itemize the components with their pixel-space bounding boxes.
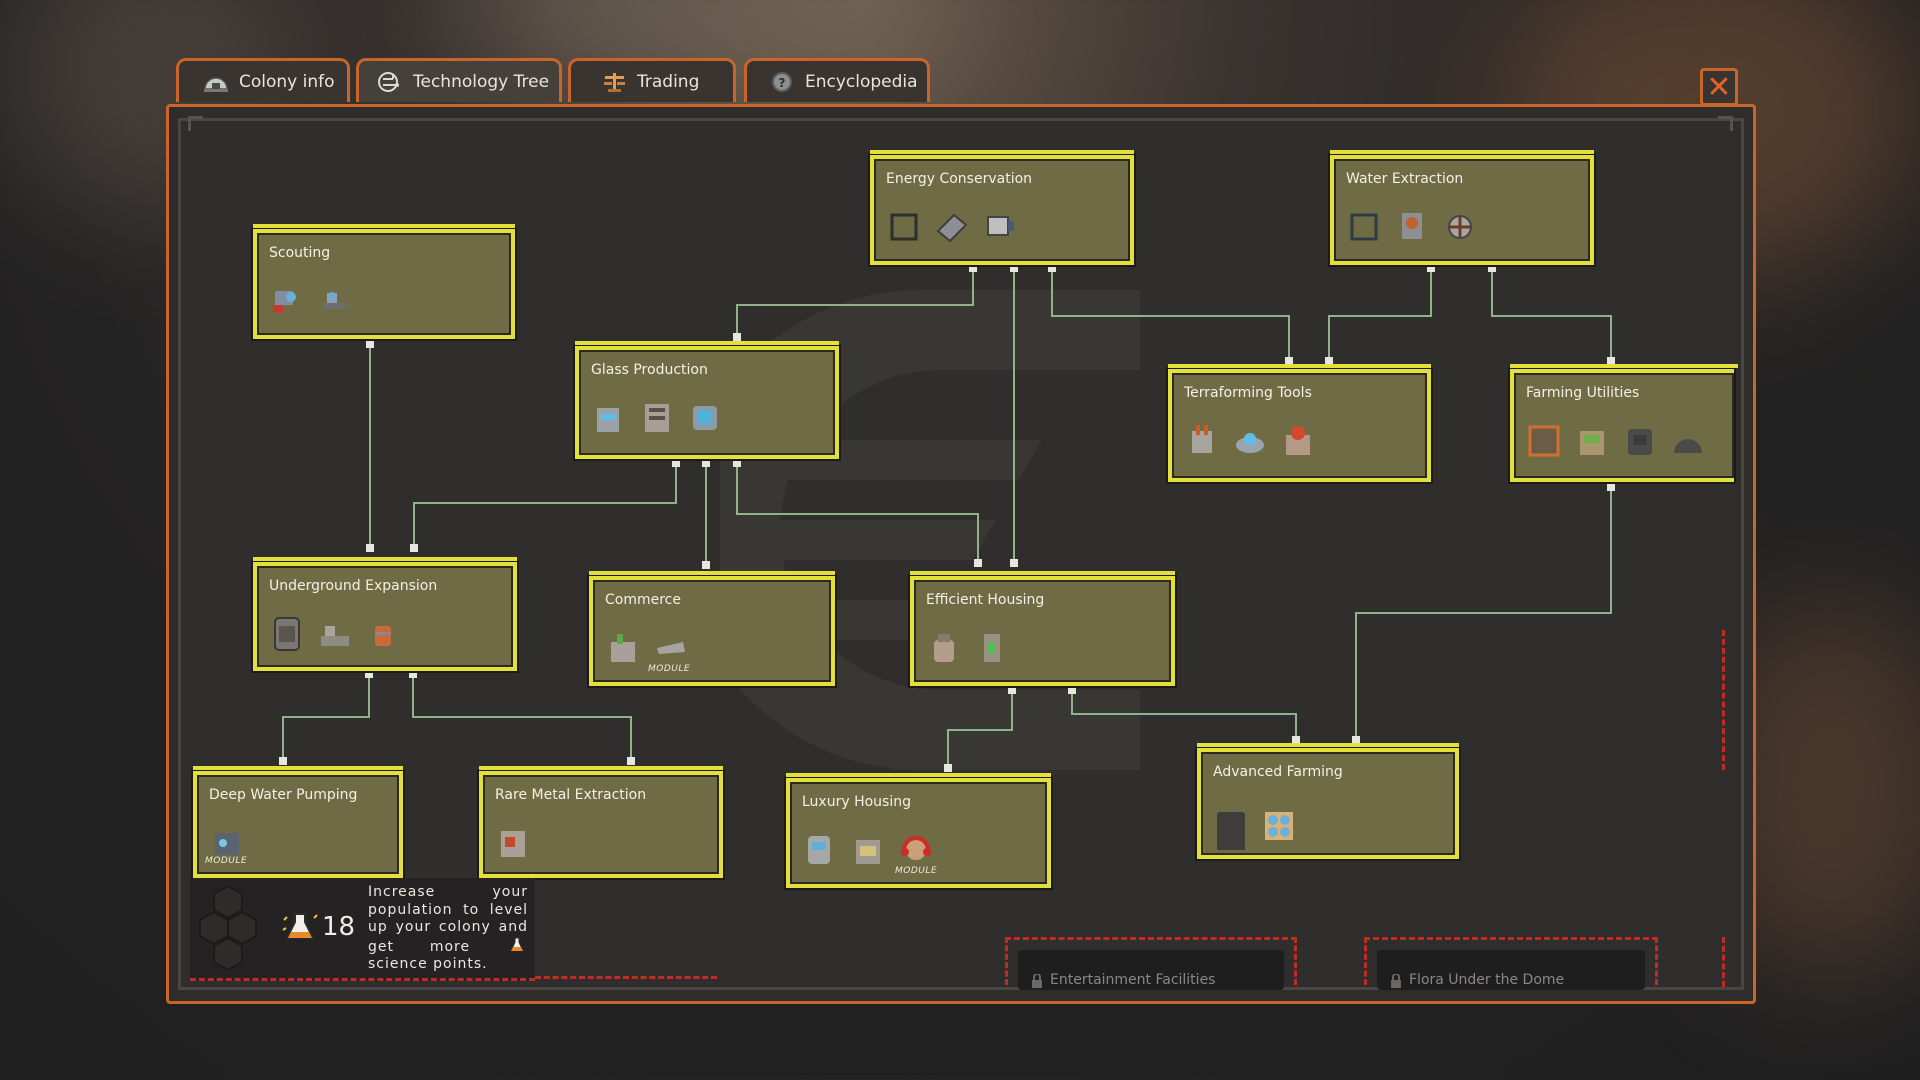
tab-label: Colony info: [239, 71, 335, 92]
node-title: Energy Conservation: [886, 171, 1033, 187]
dome-icon: [204, 76, 228, 92]
tech-node-deep-water-pumping[interactable]: Deep Water Pumping MODULE: [193, 766, 403, 878]
greenhouse-icon: [1580, 431, 1604, 455]
node-title: Water Extraction: [1346, 171, 1464, 187]
habitat-icon: [934, 634, 954, 662]
locked-silo-icon: [1217, 812, 1245, 850]
svg-text:?: ?: [779, 76, 786, 90]
tech-node-glass-production[interactable]: Glass Production: [575, 341, 839, 459]
locked-area-edge: [1722, 630, 1725, 770]
tech-node-farming-utilities[interactable]: Farming Utilities: [1510, 364, 1738, 482]
locked-tech-entertainment[interactable]: Entertainment Facilities: [1005, 937, 1297, 990]
tab-label: Trading: [637, 71, 700, 92]
frame-icon: [890, 213, 918, 241]
tech-node-advanced-farming[interactable]: Advanced Farming: [1197, 743, 1459, 859]
node-title: Rare Metal Extraction: [495, 787, 647, 803]
node-title: Luxury Housing: [802, 794, 911, 810]
locked-tech-label: Flora Under the Dome: [1409, 972, 1565, 988]
tab-label: Encyclopedia: [805, 71, 918, 92]
tech-node-water-extraction[interactable]: Water Extraction: [1330, 150, 1594, 265]
tab-encyclopedia[interactable]: ? Encyclopedia: [744, 58, 930, 102]
tab-trading[interactable]: Trading: [568, 58, 736, 102]
metal-extractor-icon: [501, 831, 525, 857]
node-title: Commerce: [605, 592, 681, 608]
frame-icon: [1350, 213, 1378, 241]
glass-factory-icon: [645, 404, 669, 432]
trade-hub-icon: [611, 634, 635, 662]
help-gear-icon: ?: [772, 71, 792, 92]
tab-technology-tree[interactable]: Technology Tree: [356, 58, 562, 102]
hydroponics-icon: [1265, 812, 1293, 840]
tower-housing-icon: [984, 634, 1000, 662]
module-badge: MODULE: [205, 856, 248, 866]
corner-ornament: [1718, 116, 1733, 131]
tech-node-commerce[interactable]: Commerce MODULE: [589, 571, 835, 686]
science-points-value: 18: [322, 912, 356, 942]
locked-tech-flora[interactable]: Flora Under the Dome: [1364, 937, 1658, 990]
science-hint: Increase your population to level up you…: [368, 884, 528, 974]
solar-panel-icon: [936, 213, 968, 243]
close-icon: ✕: [1706, 69, 1732, 105]
hex-grid-icon: [199, 884, 257, 972]
node-title: Advanced Farming: [1213, 764, 1343, 780]
node-title: Deep Water Pumping: [209, 787, 358, 803]
circuit-icon: [378, 71, 399, 92]
luxury-pod-icon: [808, 836, 830, 864]
node-title: Underground Expansion: [269, 578, 438, 594]
science-hint-text: Increase your population to level up you…: [368, 884, 528, 955]
tech-node-luxury-housing[interactable]: Luxury Housing MODULE: [786, 773, 1051, 888]
glass-furnace-icon: [597, 408, 619, 432]
science-hint-text: science points.: [368, 956, 488, 972]
apartment-icon: [856, 840, 880, 864]
excavator-icon: [321, 626, 349, 646]
terraformer-icon: [1236, 433, 1264, 453]
tech-node-efficient-housing[interactable]: Efficient Housing: [910, 571, 1175, 686]
scout-drone-icon: [273, 291, 296, 313]
corner-ornament: [188, 116, 203, 131]
module-badge: MODULE: [648, 664, 691, 674]
node-title: Efficient Housing: [926, 592, 1045, 608]
locked-tech-label: Entertainment Facilities: [1050, 972, 1216, 988]
tech-node-terraforming-tools[interactable]: Terraforming Tools: [1168, 364, 1431, 482]
farm-plot-icon: [1528, 425, 1560, 457]
tech-node-rare-metal-extraction[interactable]: Rare Metal Extraction: [479, 766, 723, 878]
valve-icon: [1448, 215, 1472, 239]
science-points-panel: 18 Increase your population to level up …: [190, 878, 535, 981]
locked-area-edge: [1722, 937, 1725, 987]
barrel-icon: [375, 626, 391, 646]
module-badge: MODULE: [895, 866, 938, 876]
tech-node-underground-expansion[interactable]: Underground Expansion: [253, 557, 517, 671]
colonist-headphones-icon: [901, 836, 931, 860]
glass-pod-icon: [693, 406, 717, 430]
water-pump-icon: [1402, 213, 1422, 239]
node-title: Scouting: [269, 245, 331, 261]
node-title: Glass Production: [591, 362, 708, 378]
science-flask-icon: [510, 937, 524, 951]
radar-icon: [1286, 426, 1310, 455]
hatch-icon: [274, 617, 300, 651]
drill-icon: [1192, 425, 1212, 453]
cargo-ship-icon: [657, 642, 685, 654]
locked-dome-icon: [1674, 439, 1702, 453]
node-title: Farming Utilities: [1526, 385, 1640, 401]
tab-colony-info[interactable]: Colony info: [176, 58, 350, 102]
tech-node-energy-conservation[interactable]: Energy Conservation: [870, 150, 1134, 265]
locked-building-icon: [1628, 429, 1652, 455]
science-flask-icon: [282, 913, 318, 939]
rover-icon: [323, 292, 345, 309]
battery-icon: [987, 216, 1014, 236]
lock-icon: [1391, 974, 1401, 988]
scales-icon: [604, 72, 625, 92]
tab-label: Technology Tree: [413, 71, 550, 92]
node-title: Terraforming Tools: [1184, 385, 1312, 401]
locked-area-edge: [535, 976, 717, 979]
lock-icon: [1032, 974, 1042, 988]
tech-node-scouting[interactable]: Scouting: [253, 224, 515, 339]
deep-pump-icon: [215, 833, 239, 855]
